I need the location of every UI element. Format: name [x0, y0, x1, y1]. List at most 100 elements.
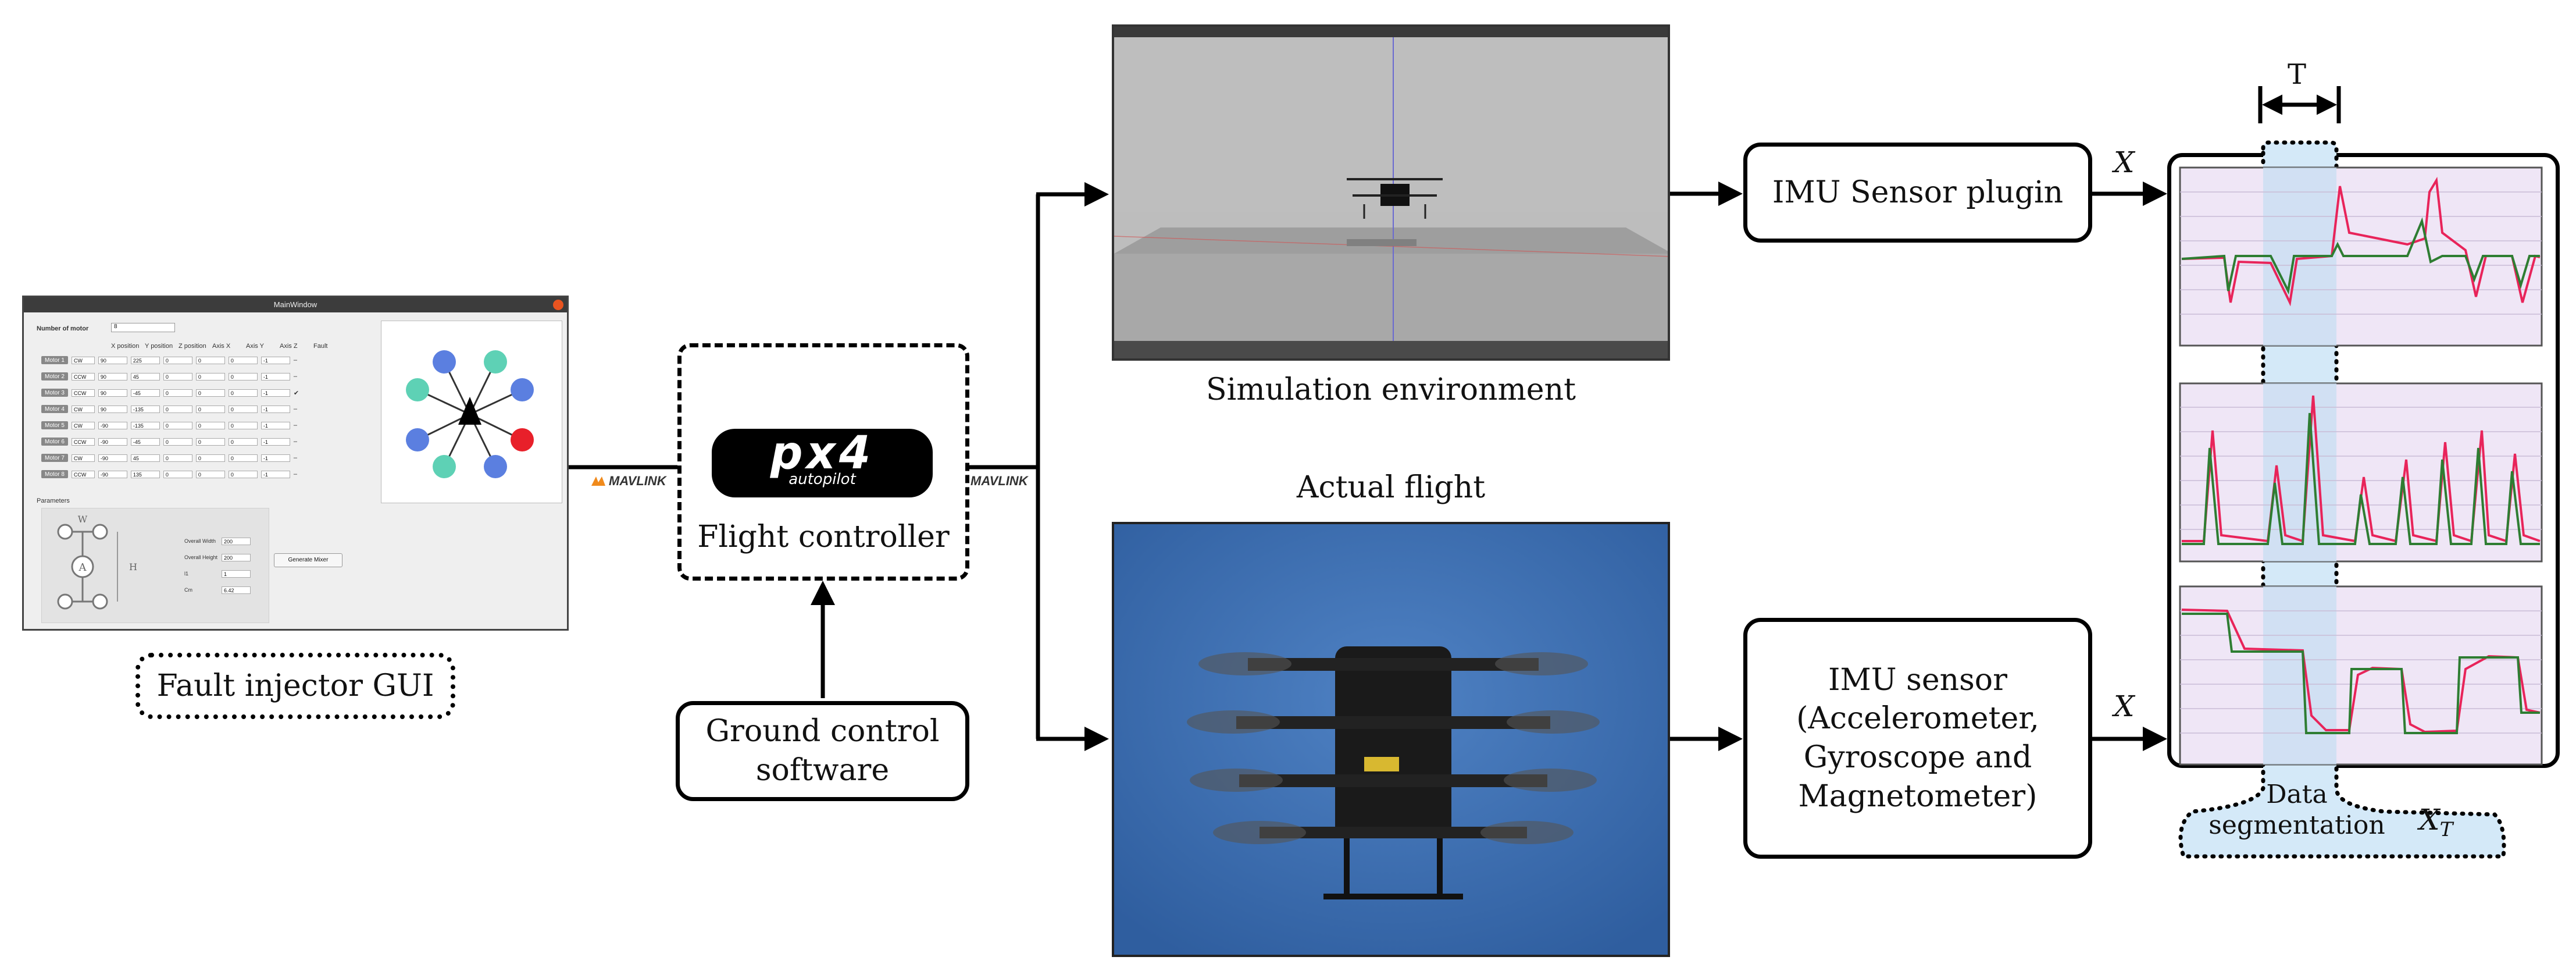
parameter-input[interactable]: 200 [222, 537, 251, 545]
plot-panel-1 [2179, 166, 2543, 347]
parameters-label: Parameters [37, 497, 70, 504]
motor-value-field[interactable]: -90 [98, 438, 127, 446]
window-close-icon[interactable] [553, 300, 563, 310]
motor-fault-checkbox[interactable]: – [293, 471, 298, 478]
motor-button[interactable]: Motor 8 [41, 470, 68, 478]
motor-direction-select[interactable]: CW [71, 454, 95, 462]
motor-value-field[interactable]: 0 [163, 372, 192, 380]
motor-fault-checkbox[interactable]: – [293, 373, 298, 380]
motor-value-field[interactable]: 0 [228, 372, 258, 380]
px4-logo: px4 autopilot [712, 429, 933, 497]
motor-value-field[interactable]: 0 [163, 389, 192, 397]
column-header: Fault [313, 343, 328, 350]
parameter-input[interactable]: 200 [222, 553, 251, 561]
motor-value-field[interactable]: 0 [163, 470, 192, 478]
motor-direction-select[interactable]: CCW [71, 372, 95, 380]
motor-value-field[interactable]: 0 [195, 438, 225, 446]
motor-value-field[interactable]: 0 [195, 356, 225, 364]
motor-direction-select[interactable]: CW [71, 421, 95, 429]
motor-value-field[interactable]: -1 [261, 356, 290, 364]
motor-value-field[interactable]: 0 [195, 470, 225, 478]
motor-value-field[interactable]: -45 [130, 438, 160, 446]
motor-fault-checkbox[interactable]: – [293, 406, 298, 412]
motor-value-field[interactable]: 0 [228, 421, 258, 429]
motor-direction-select[interactable]: CCW [71, 470, 95, 478]
motor-fault-checkbox[interactable]: – [293, 422, 298, 429]
motor-value-field[interactable]: 0 [228, 405, 258, 413]
motor-value-field[interactable]: -1 [261, 405, 290, 413]
motor-value-field[interactable]: -90 [98, 454, 127, 462]
motor-value-field[interactable]: 0 [163, 438, 192, 446]
motor-icon [406, 378, 429, 401]
motor-fault-checkbox[interactable]: ✔ [293, 389, 299, 397]
motor-value-field[interactable]: 90 [98, 372, 127, 380]
signal-green [2182, 613, 2540, 734]
diagram-w-label: W [78, 514, 88, 525]
motor-direction-select[interactable]: CCW [71, 438, 95, 446]
motor-value-field[interactable]: 0 [228, 438, 258, 446]
motor-fault-checkbox[interactable]: – [293, 438, 298, 445]
motor-value-field[interactable]: 225 [130, 356, 160, 364]
xt-label-main: X [2419, 803, 2440, 837]
motor-value-field[interactable]: 0 [228, 389, 258, 397]
motor-value-field[interactable]: 90 [98, 405, 127, 413]
motor-value-field[interactable]: -1 [261, 438, 290, 446]
motor-value-field[interactable]: -1 [261, 454, 290, 462]
ground-control-box: Ground control software [676, 701, 969, 801]
motor-value-field[interactable]: -90 [98, 470, 127, 478]
generate-mixer-button[interactable]: Generate Mixer [274, 553, 342, 567]
motor-value-field[interactable]: -1 [261, 470, 290, 478]
motor-value-field[interactable]: 90 [98, 389, 127, 397]
motor-button[interactable]: Motor 3 [41, 389, 68, 397]
motor-value-field[interactable]: -90 [98, 421, 127, 429]
motor-value-field[interactable]: 0 [195, 405, 225, 413]
parameter-input[interactable]: 1 [222, 570, 251, 578]
motor-button[interactable]: Motor 2 [41, 372, 68, 380]
motor-value-field[interactable]: -45 [130, 389, 160, 397]
motor-value-field[interactable]: 0 [195, 454, 225, 462]
motor-value-field[interactable]: 45 [130, 372, 160, 380]
motor-value-field[interactable]: -1 [261, 421, 290, 429]
motor-value-field[interactable]: 0 [228, 470, 258, 478]
motor-value-field[interactable]: 0 [195, 421, 225, 429]
motor-fault-checkbox[interactable]: – [293, 357, 298, 364]
motor-value-field[interactable]: 0 [163, 454, 192, 462]
motor-value-field[interactable]: 0 [163, 405, 192, 413]
motor-value-field[interactable]: 0 [228, 454, 258, 462]
motor-direction-select[interactable]: CW [71, 405, 95, 413]
motor-value-field[interactable]: 0 [163, 356, 192, 364]
motor-value-field[interactable]: -1 [261, 372, 290, 380]
motor-value-field[interactable]: 0 [195, 389, 225, 397]
motor-value-field[interactable]: 0 [228, 356, 258, 364]
motor-button[interactable]: Motor 4 [41, 405, 68, 413]
motor-button[interactable]: Motor 6 [41, 438, 68, 446]
motor-icon [433, 350, 456, 374]
diagram-a-label: A [79, 561, 87, 574]
motor-value-field[interactable]: 45 [130, 454, 160, 462]
motor-button[interactable]: Motor 5 [41, 421, 68, 429]
motor-value-field[interactable]: -135 [130, 421, 160, 429]
motor-value-field[interactable]: 135 [130, 470, 160, 478]
motor-value-field[interactable]: 0 [195, 372, 225, 380]
motor-direction-select[interactable]: CCW [71, 389, 95, 397]
motor-value-field[interactable]: 90 [98, 356, 127, 364]
motor-value-field[interactable]: 0 [163, 421, 192, 429]
plot-panel-2 [2179, 382, 2543, 563]
window-title: MainWindow [273, 300, 317, 309]
number-of-motor-select[interactable]: 8 [111, 323, 175, 332]
parameter-input[interactable]: 6.42 [222, 586, 251, 594]
motor-button[interactable]: Motor 1 [41, 356, 68, 364]
motor-value-field[interactable]: -1 [261, 389, 290, 397]
motor-fault-checkbox[interactable]: – [293, 454, 298, 461]
motor-direction-select[interactable]: CW [71, 356, 95, 364]
motor-value-field[interactable]: -135 [130, 405, 160, 413]
xt-label-sub: T [2439, 818, 2453, 841]
motor-button[interactable]: Motor 7 [41, 454, 68, 462]
